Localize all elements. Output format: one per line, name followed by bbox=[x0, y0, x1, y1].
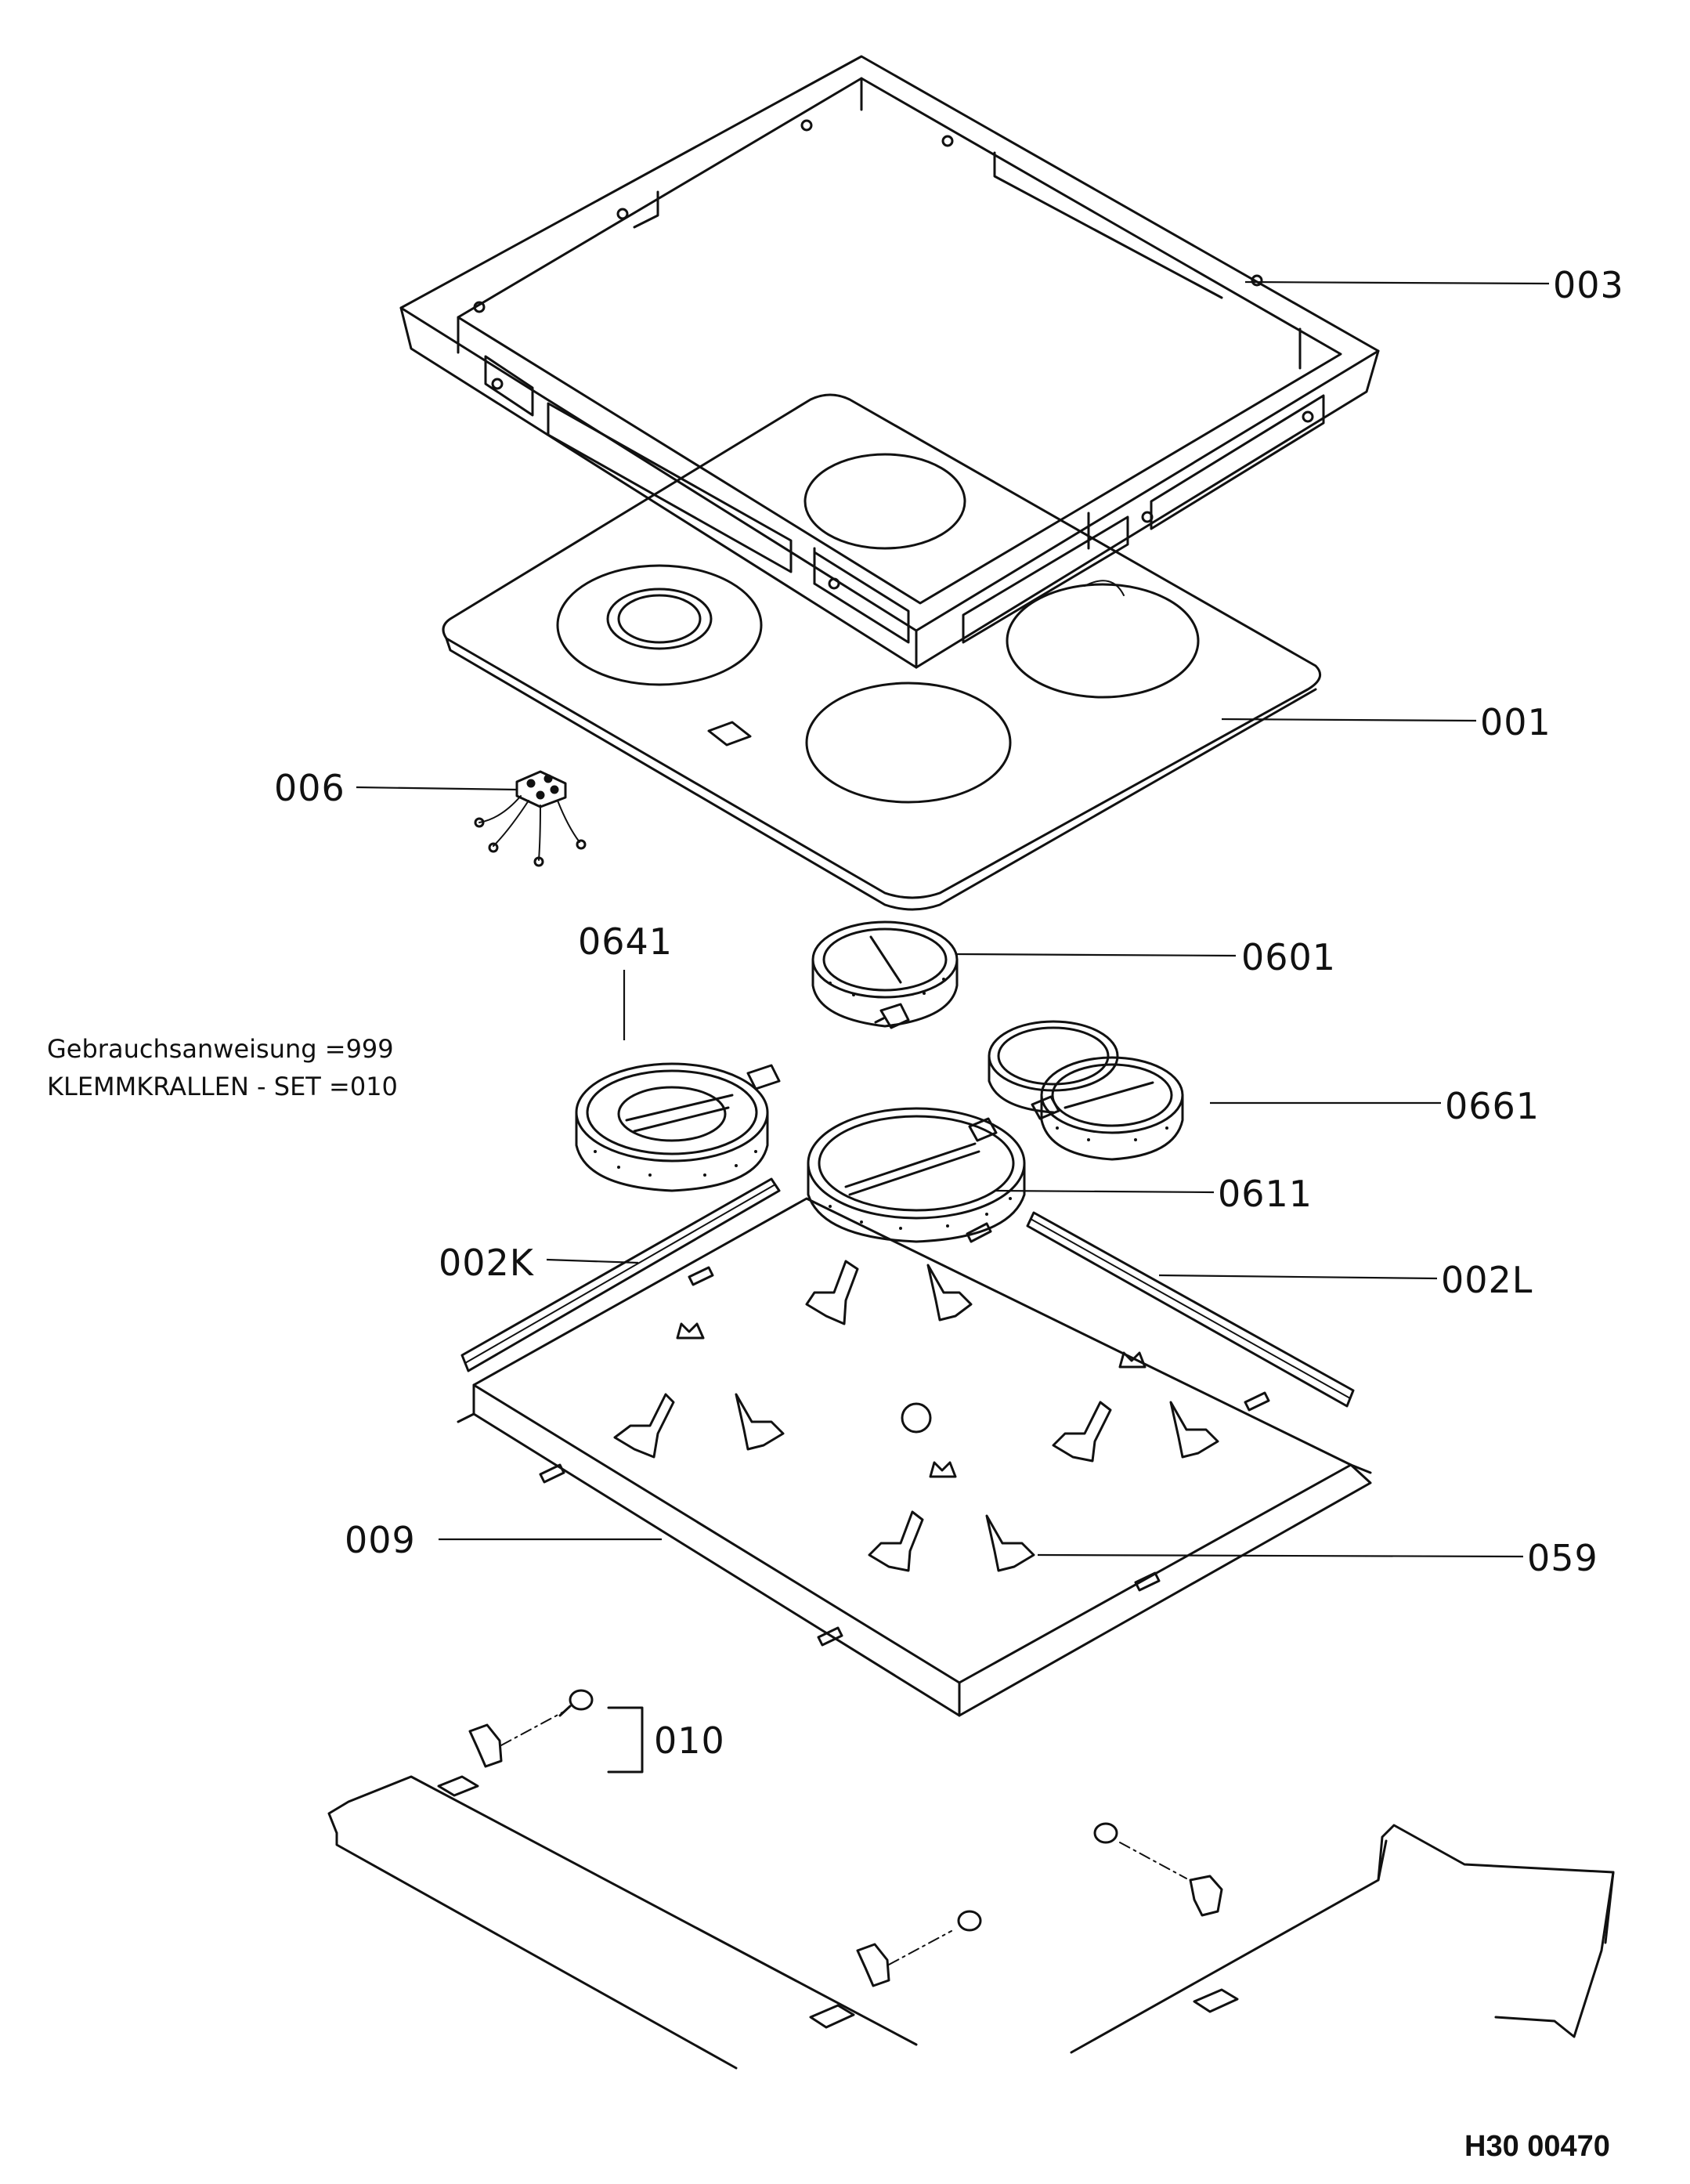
rail-002L bbox=[1026, 1211, 1355, 1408]
tray-part bbox=[457, 1197, 1372, 1717]
heater-rim-texture bbox=[594, 978, 1168, 1230]
label-002K: 002K bbox=[439, 1242, 535, 1284]
frame-part bbox=[399, 55, 1380, 669]
clip-parts bbox=[613, 1260, 1219, 1572]
label-059: 059 bbox=[1527, 1537, 1598, 1579]
rail-002K bbox=[460, 1177, 781, 1372]
oven-body-part bbox=[327, 1775, 1615, 2070]
label-002L: 002L bbox=[1441, 1259, 1533, 1301]
label-0601: 0601 bbox=[1241, 936, 1336, 978]
drawing-number: H30 00470 bbox=[1464, 2130, 1610, 2163]
note-manual: Gebrauchsanweisung =999 bbox=[47, 1034, 394, 1064]
label-0641: 0641 bbox=[578, 920, 673, 963]
label-001: 001 bbox=[1480, 701, 1551, 743]
label-006: 006 bbox=[274, 767, 345, 809]
terminal-block-part bbox=[474, 770, 587, 867]
label-0611: 0611 bbox=[1218, 1173, 1313, 1215]
heater-element-0641 bbox=[575, 1062, 781, 1192]
label-010: 010 bbox=[654, 1719, 725, 1762]
label-003: 003 bbox=[1553, 264, 1624, 306]
heater-element-0601 bbox=[811, 920, 959, 1029]
label-0661: 0661 bbox=[1445, 1085, 1540, 1127]
heater-element-0661 bbox=[988, 1020, 1184, 1161]
clamp-set-part bbox=[468, 1689, 1223, 1987]
label-009: 009 bbox=[345, 1519, 416, 1561]
heater-element-0611 bbox=[807, 1107, 1026, 1243]
glass-top-part bbox=[442, 393, 1322, 911]
leader-lines bbox=[356, 280, 1550, 1558]
note-clamp-set: KLEMMKRALLEN - SET =010 bbox=[47, 1072, 398, 1101]
